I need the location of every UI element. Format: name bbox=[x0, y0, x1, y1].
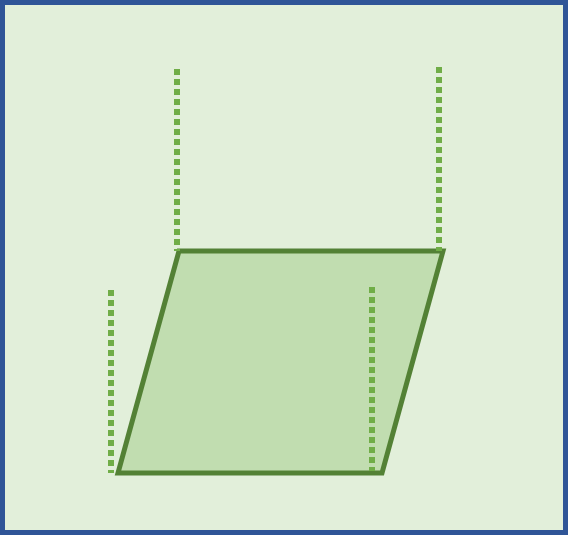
parallelogram-shape bbox=[114, 248, 447, 476]
